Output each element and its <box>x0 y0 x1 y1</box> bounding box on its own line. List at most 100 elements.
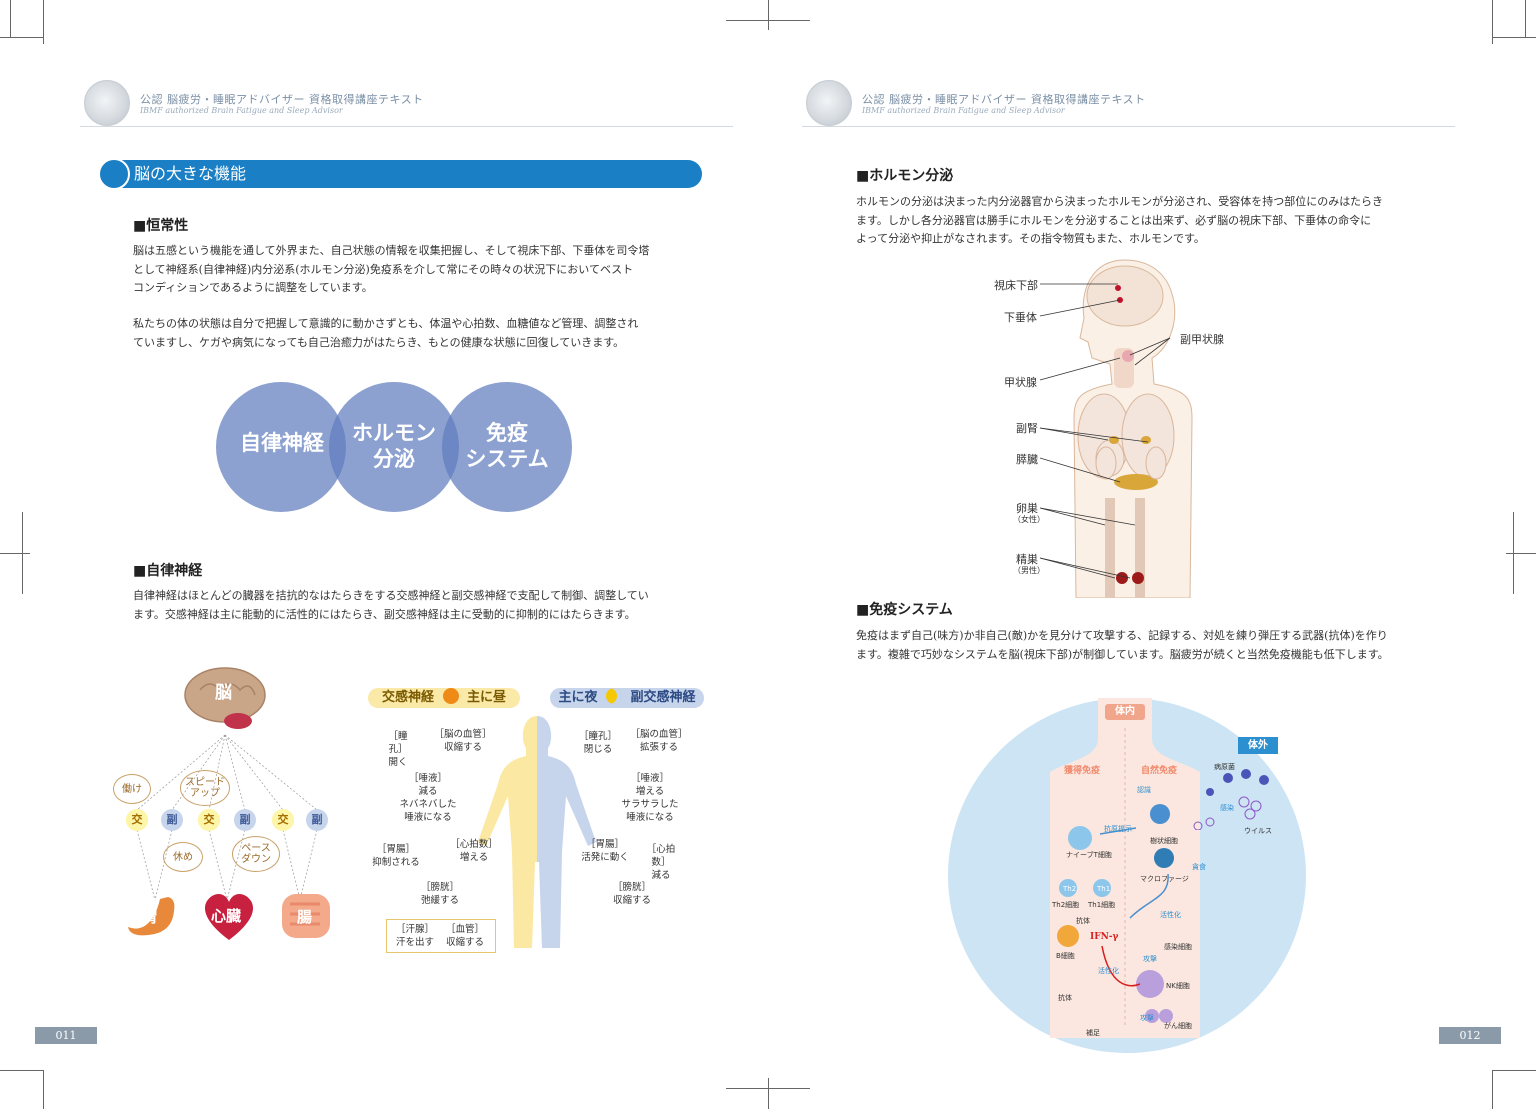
right-item-saliva: ［唾液］ 増える サラサラした 唾液になる <box>621 773 679 823</box>
label-testis: 精巣 <box>1016 553 1038 566</box>
label-inside: 体内 <box>1105 704 1145 720</box>
crop-mark <box>1492 1070 1536 1071</box>
label-pituitary: 下垂体 <box>1004 311 1037 324</box>
sun-icon <box>442 688 459 704</box>
venn-label-autonomic: 自律神経 <box>240 430 324 455</box>
bubble-pacedown: ペース ダウン <box>232 836 280 872</box>
immune-body-shape <box>1050 698 1200 1038</box>
homeostasis-para-2: 私たちの体の状態は自分で把握して意識的に動かさずとも、体温や心拍数、血糖値など管… <box>133 317 639 349</box>
label-antigen: 抗原提示 <box>1104 825 1132 833</box>
crop-mark <box>768 0 769 30</box>
virus-cluster-icon <box>1193 769 1269 830</box>
label-naive-t: ナイーブT細胞 <box>1066 851 1112 859</box>
label-thyroid: 甲状腺 <box>1004 376 1037 389</box>
label-virus: ウイルス <box>1244 827 1272 835</box>
human-body-figure <box>478 716 596 948</box>
immune-heading: ■免疫システム <box>856 602 953 618</box>
label-ifn: IFN-γ <box>1090 932 1119 942</box>
left-item-bladder: ［膀胱］ 弛緩する <box>420 882 459 906</box>
moon-icon <box>606 688 622 704</box>
page-number-right: 012 <box>1439 1027 1501 1044</box>
crop-mark <box>1492 1070 1493 1109</box>
label-parathyroid: 副甲状腺 <box>1180 333 1224 346</box>
header-subtitle: IBMF authorized Brain Fatigue and Sleep … <box>140 106 343 115</box>
label-attack: 攻撃 <box>1143 955 1157 963</box>
hormone-heading: ■ホルモン分泌 <box>856 168 954 184</box>
label-outside: 体外 <box>1238 737 1278 754</box>
label-activation: 活性化 <box>1160 911 1181 919</box>
label-cancer: がん細胞 <box>1164 1022 1192 1030</box>
header-rule <box>802 126 1455 127</box>
label-testis-note: （男性） <box>1013 566 1045 575</box>
parasympathetic-label: 副交感神経 <box>630 690 696 705</box>
crop-mark <box>1492 37 1536 38</box>
intestine-label: 腸 <box>297 908 313 926</box>
left-item-vessel: ［血管］ 収縮する <box>445 924 484 948</box>
crop-mark <box>43 1070 44 1109</box>
label-ovary: 卵巣 <box>1016 502 1038 515</box>
label-ovary-note: （女性） <box>1013 515 1045 524</box>
crop-mark <box>1492 0 1493 44</box>
heart-icon <box>204 893 254 940</box>
right-item-stomach: ［胃腸］ 活発に動く <box>581 839 629 863</box>
node-parasympathetic-2: 副 <box>234 809 256 831</box>
crop-mark <box>0 1070 43 1071</box>
brain-logo <box>84 80 130 126</box>
autonomic-para: 自律神経はほとんどの臓器を拮抗的なはたらきをする交感神経と副交感神経で支配して制… <box>133 589 649 621</box>
left-item-heart-rate: ［心拍数］ 増える <box>450 839 498 863</box>
label-infected-cell: 感染細胞 <box>1164 943 1192 951</box>
day-label: 主に昼 <box>467 690 507 705</box>
left-item-saliva: ［唾液］ 減る ネバネバした 唾液になる <box>399 773 457 823</box>
homeostasis-para-1: 脳は五感という機能を通して外界また、自己状態の情報を収集把握し、そして視床下部、… <box>133 244 650 294</box>
right-item-heart-rate: ［心拍数］ 減る <box>646 844 676 881</box>
left-item-sweat: ［汗腺］ 汗を出す <box>395 924 434 948</box>
brain-label: 脳 <box>215 683 232 703</box>
right-item-bladder: ［膀胱］ 収縮する <box>612 882 651 906</box>
section-title-bar: 脳の大きな機能 <box>98 158 702 190</box>
bubble-speedup: スピード アップ <box>180 770 230 806</box>
label-th1-short: Th1 <box>1097 885 1111 893</box>
right-item-pupil: ［瞳孔］ 閉じる <box>578 731 617 755</box>
node-sympathetic-3: 交 <box>272 809 294 831</box>
label-nk: NK細胞 <box>1166 982 1190 990</box>
header-title: 公認 脳疲労・睡眠アドバイザー 資格取得講座テキスト <box>862 93 1146 106</box>
node-parasympathetic-3: 副 <box>306 809 328 831</box>
label-th1: Th1細胞 <box>1088 901 1116 909</box>
header-title: 公認 脳疲労・睡眠アドバイザー 資格取得講座テキスト <box>140 93 424 106</box>
crop-mark <box>43 0 44 44</box>
night-label: 主に夜 <box>558 690 598 705</box>
bubble-work: 働け <box>113 774 151 804</box>
crop-mark <box>768 1078 769 1109</box>
label-macrophage: マクロファージ <box>1140 875 1189 883</box>
intestine-icon <box>282 894 330 938</box>
label-phagocytosis: 貪食 <box>1192 863 1206 871</box>
sympathetic-label: 交感神経 <box>381 690 434 705</box>
left-item-brain-vessel: ［脳の血管］ 収縮する <box>434 729 492 753</box>
section-title: 脳の大きな機能 <box>134 164 247 183</box>
venn-circle-immune <box>442 382 572 512</box>
label-th2-short: Th2 <box>1063 885 1077 893</box>
brain-logo <box>806 80 852 126</box>
stomach-label: 胃 <box>143 908 159 926</box>
sweat-vessel-box <box>386 919 496 953</box>
hormone-para: ホルモンの分泌は決まった内分泌器官から決まったホルモンが分泌され、受容体を持つ部… <box>856 195 1384 245</box>
label-antibody: 抗体 <box>1076 917 1090 925</box>
header-subtitle: IBMF authorized Brain Fatigue and Sleep … <box>862 106 1065 115</box>
parasympathetic-pill: 主に夜 副交感神経 <box>550 688 704 708</box>
nerve-lines <box>136 734 318 901</box>
label-activation-2: 活性化 <box>1098 967 1119 975</box>
label-dendritic: 樹状細胞 <box>1150 837 1178 845</box>
stomach-icon <box>128 897 175 936</box>
right-item-brain-vessel: ［脳の血管］ 拡張する <box>630 729 688 753</box>
node-sympathetic-1: 交 <box>126 809 148 831</box>
venn-circle-autonomic <box>216 382 346 512</box>
label-complement: 補足 <box>1086 1029 1100 1037</box>
venn-label-immune: 免疫 システム <box>465 420 549 471</box>
crop-mark <box>0 553 30 554</box>
crop-mark <box>22 512 23 594</box>
label-adrenal: 副腎 <box>1016 422 1038 435</box>
label-antibody-2: 抗体 <box>1058 994 1072 1002</box>
immune-para: 免疫はまず自己(味方)か非自己(敵)かを見分けて攻撃する、記録する、対処を練り弾… <box>856 629 1389 661</box>
endocrine-body-figure <box>1073 259 1193 598</box>
venn-label-hormone: ホルモン 分泌 <box>352 420 436 471</box>
